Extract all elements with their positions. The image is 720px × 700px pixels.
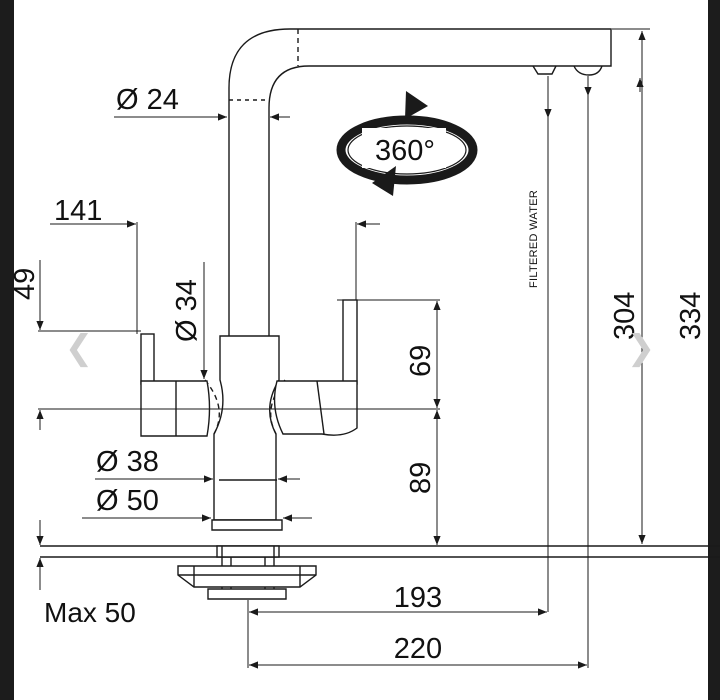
spout-height-label: 304 (609, 292, 641, 340)
body-diameter-label: Ø 34 (171, 279, 203, 342)
extension-lines (38, 28, 650, 668)
left-frame-border (0, 0, 14, 700)
max-thickness-label: Max 50 (44, 597, 136, 628)
base-diameter-38-label: Ø 38 (96, 446, 159, 478)
dimension-lines (36, 31, 646, 669)
filtered-water-label: FILTERED WATER (528, 190, 540, 288)
reach-220-label: 220 (394, 633, 442, 665)
lower-height-label: 89 (405, 462, 437, 494)
rotation-label: 360° (375, 135, 435, 167)
right-frame-border (708, 0, 720, 700)
next-image-button[interactable]: ❯ (624, 326, 658, 370)
mounting-assembly (40, 545, 720, 600)
handle-span-label: 141 (54, 195, 102, 227)
reach-193-label: 193 (394, 582, 442, 614)
total-height-label: 334 (675, 292, 707, 340)
rotate-360-icon (336, 91, 478, 196)
spout-outline (228, 28, 612, 336)
left-handle (140, 333, 211, 437)
prev-image-button[interactable]: ❮ (62, 326, 96, 370)
lever-height-label: 69 (405, 345, 437, 377)
faucet-body (204, 335, 286, 531)
spout-diameter-label: Ø 24 (116, 84, 179, 116)
chevron-right-icon: ❯ (626, 328, 656, 368)
base-diameter-50-label: Ø 50 (96, 485, 159, 517)
chevron-left-icon: ❮ (64, 328, 94, 368)
right-handle (273, 299, 358, 436)
handle-rise-label: 49 (9, 268, 41, 300)
